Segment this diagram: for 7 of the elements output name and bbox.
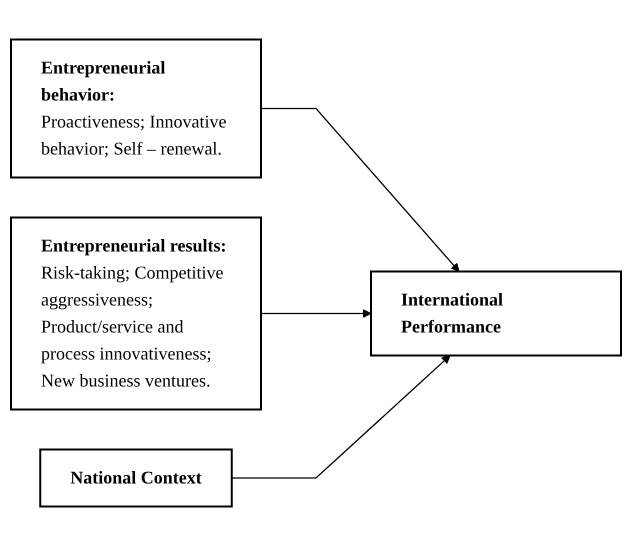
arrow <box>260 309 371 318</box>
arrow <box>260 108 460 272</box>
node-box: International Performance <box>370 270 622 356</box>
node-box: National Context <box>38 448 232 508</box>
arrow <box>231 355 450 479</box>
node-box: Entrepreneurial results: Risk-taking; Competitive aggressiveness; Product/service and process innovativeness; New business ventures. <box>10 216 262 410</box>
node-box: Entrepreneurial behavior: Proactiveness; Innovative behavior; Self – renewal. <box>10 38 262 178</box>
